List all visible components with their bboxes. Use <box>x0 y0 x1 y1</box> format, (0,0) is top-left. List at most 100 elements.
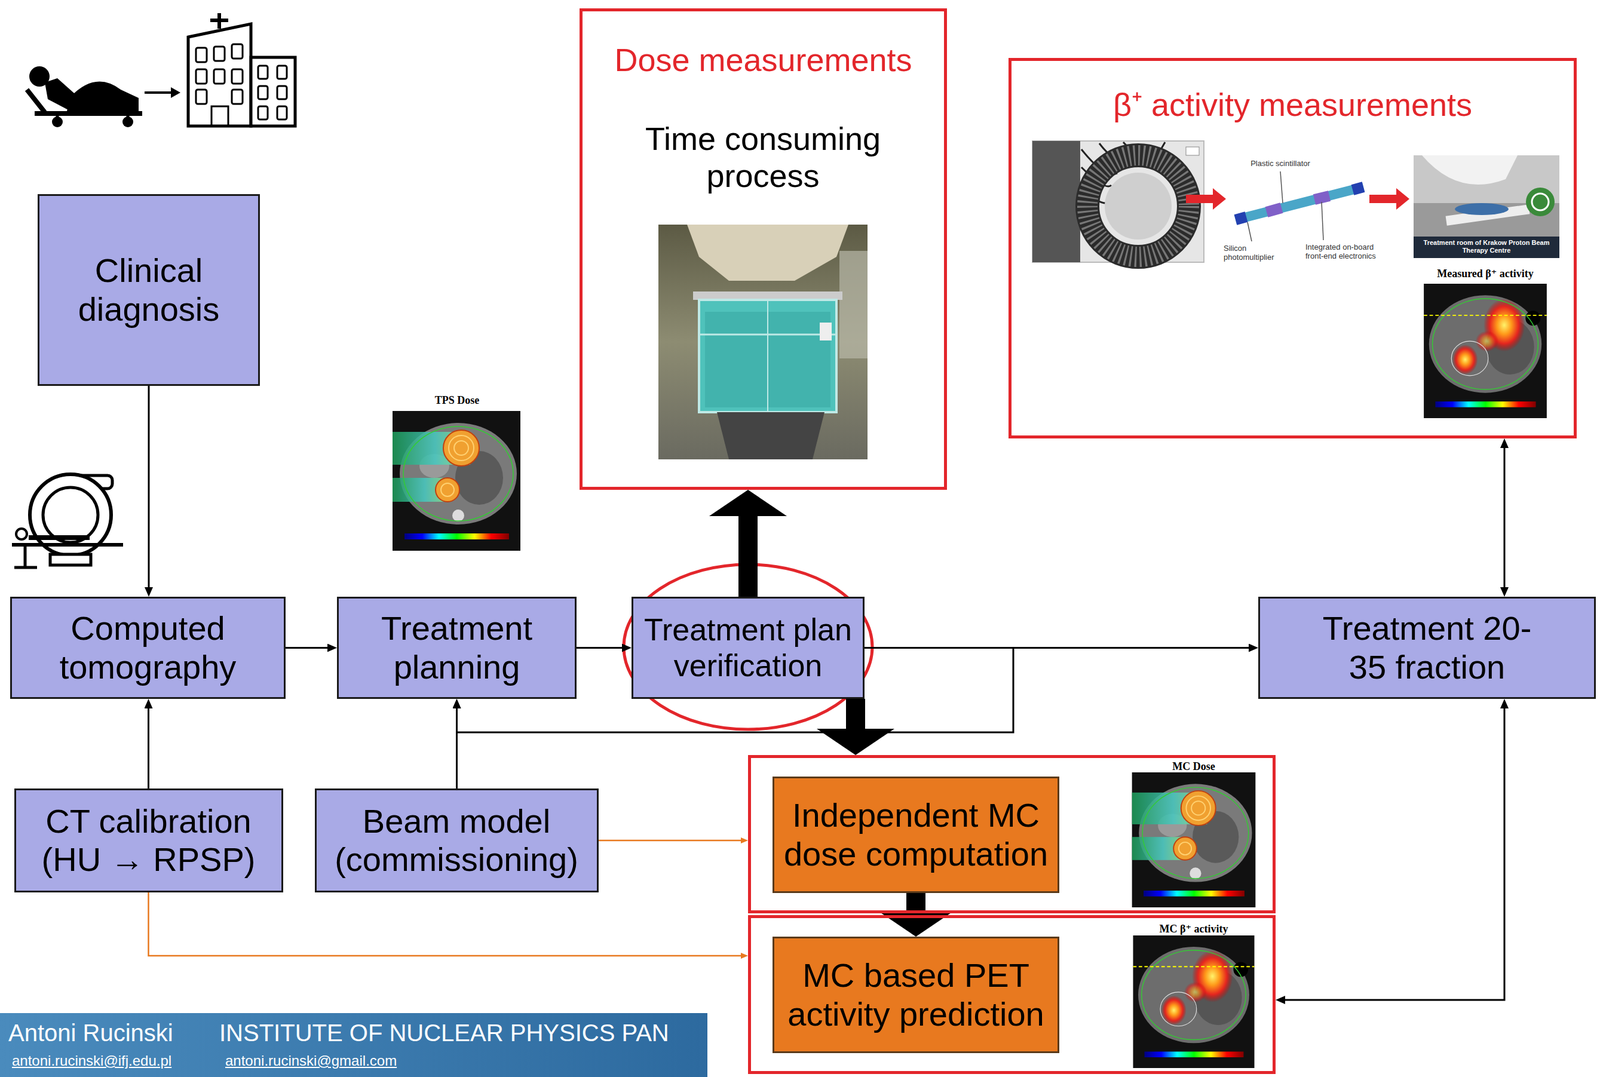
hospital-icon <box>277 86 287 100</box>
connector <box>148 892 742 956</box>
flow-arrow <box>1369 188 1410 210</box>
connector <box>906 893 926 911</box>
part-name: Plastic scintillator <box>1238 158 1323 168</box>
leader-line <box>1247 171 1324 242</box>
hospital-icon <box>210 13 229 29</box>
flow-arrow <box>1185 188 1226 210</box>
box-text: Treatment planning <box>346 609 568 687</box>
hospital-icon <box>195 89 207 104</box>
ct-scanner-icon <box>23 544 27 568</box>
hospital-icon <box>258 65 268 79</box>
patient-stretcher-icon <box>26 89 45 113</box>
computation-box: MC based PET activity prediction <box>772 936 1060 1054</box>
box-text: Clinical diagnosis <box>47 251 251 329</box>
highlight-frame: Dose measurementsTime consuming process <box>579 8 947 490</box>
hospital-icon <box>188 23 251 127</box>
admission-arrow <box>170 87 181 98</box>
measured-activity-image <box>1423 283 1547 419</box>
hospital-icon <box>277 65 287 79</box>
part-name: Integrated on-board front-end electronic… <box>1305 242 1390 262</box>
box-text: MC β⁺ activity <box>1130 923 1257 936</box>
process-box: CT calibration (HU → RPSP) <box>14 788 284 893</box>
ct-scanner-icon <box>16 528 27 540</box>
treatment-room-photo <box>1413 155 1560 259</box>
connector <box>285 647 328 649</box>
hospital-icon <box>231 89 243 104</box>
dose-phantom-photo <box>658 224 868 460</box>
jpet-photo <box>1087 155 1189 257</box>
hospital-icon <box>250 57 296 127</box>
ct-scanner-icon <box>11 474 124 568</box>
box-text: Computed tomography <box>19 609 277 687</box>
scintillator-strip <box>1235 187 1364 220</box>
jpet-photo <box>1032 141 1204 263</box>
hospital-icon <box>195 69 207 84</box>
footer-email: antoni.rucinski@gmail.com <box>225 1052 397 1070</box>
computation-box: Independent MC dose computation <box>772 776 1060 894</box>
ct-scanner-icon <box>50 554 91 566</box>
dose-phantom-photo <box>716 412 825 460</box>
jpet-photo <box>1032 141 1204 263</box>
jpet-photo <box>1087 155 1189 257</box>
connector <box>1503 448 1506 588</box>
dose-phantom-photo <box>658 224 868 460</box>
treatment-room-photo <box>1413 236 1560 259</box>
connector <box>148 385 150 588</box>
treatment-room-photo <box>1531 193 1549 211</box>
treatment-room-photo <box>1421 155 1518 185</box>
hospital-icon <box>258 86 268 100</box>
ct-scanner-icon <box>11 543 124 547</box>
process-box: Computed tomography <box>10 596 286 700</box>
highlight-frame: MC based PET activity prediction MC β⁺ ac… <box>748 915 1276 1075</box>
patient-stretcher-icon <box>34 111 143 116</box>
image-caption: Measured β⁺ activity <box>1425 267 1546 281</box>
connector <box>1285 708 1505 1001</box>
hospital-icon <box>188 13 296 127</box>
ct-scanner-icon <box>14 566 38 570</box>
dose-phantom-photo <box>839 250 868 359</box>
highlight-frame: Independent MC dose computation MC Dose <box>748 755 1276 914</box>
patient-stretcher-icon <box>122 116 134 128</box>
ct-scanner-icon <box>43 487 98 543</box>
connector <box>147 708 150 789</box>
mc-dose-image <box>1132 772 1256 908</box>
process-box: Treatment plan verification <box>631 596 865 700</box>
leader-line <box>1247 222 1252 242</box>
process-box: Clinical diagnosis <box>37 194 260 386</box>
scintillator-strip <box>1235 187 1364 220</box>
box-text: Dose measurements <box>582 41 944 79</box>
footer-email: antoni.rucinski@ifj.edu.pl <box>11 1052 172 1070</box>
box-text: Independent MC dose computation <box>781 796 1051 874</box>
box-text: Treatment 20-35 fraction <box>1313 609 1541 687</box>
box-text: MC based PET activity prediction <box>781 956 1051 1034</box>
hospital-icon <box>258 106 268 120</box>
patient-stretcher-icon <box>51 116 63 128</box>
jpet-photo <box>1104 172 1172 240</box>
admission-arrow <box>144 87 181 98</box>
scintillator-strip <box>1352 187 1364 190</box>
hospital-icon <box>211 106 229 127</box>
image-caption: TPS Dose <box>397 394 517 407</box>
box-text: MC Dose <box>1130 760 1257 774</box>
part-name: Silicon photomultiplier <box>1223 243 1290 263</box>
dose-phantom-photo <box>767 299 769 413</box>
leader-line <box>1321 201 1324 241</box>
hospital-icon <box>231 69 243 84</box>
process-box: Treatment 20-35 fraction <box>1258 596 1596 700</box>
ct-scanner-icon <box>28 535 90 541</box>
treatment-room-photo <box>1413 155 1560 259</box>
box-text: Time consuming process <box>628 120 898 195</box>
dose-phantom-photo <box>693 291 843 300</box>
jpet-photo <box>1185 146 1200 156</box>
institute-name: INSTITUTE OF NUCLEAR PHYSICS PAN <box>219 1019 670 1048</box>
process-box: Treatment planning <box>336 596 577 700</box>
dose-phantom-photo <box>699 299 837 413</box>
mc-activity-image <box>1132 935 1255 1069</box>
box-text: β⁺ activity measurements <box>1011 86 1574 124</box>
hospital-icon <box>213 69 225 84</box>
scintillator-strip <box>1235 216 1247 220</box>
connector <box>598 840 742 842</box>
dose-phantom-photo <box>687 224 849 281</box>
hospital-icon <box>231 44 243 59</box>
